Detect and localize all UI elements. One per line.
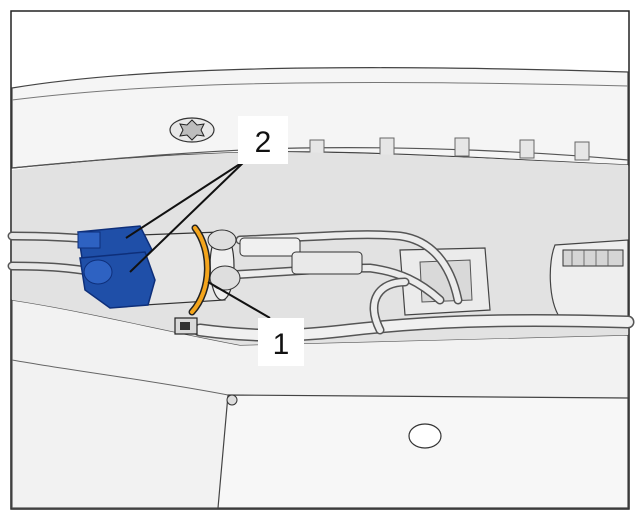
upper-panel-lower-edge [11,147,629,169]
torx-fastener-icon [169,117,215,143]
cover-plate-screw [226,394,238,406]
cover-plate-hole [408,423,442,449]
upper-panel-edge [11,81,629,101]
leader-lines [125,159,271,319]
right-bracket [549,239,629,319]
cable-clip [174,317,198,335]
lower-body-fold [11,359,229,396]
callout-2-label: 2 [255,126,272,159]
callout-1: 1 [258,318,304,366]
callout-2: 2 [238,116,288,164]
orange-retaining-clip-fill [190,226,210,314]
callout-1-label: 1 [273,328,290,361]
cover-plate [217,394,629,509]
upper-panel [11,67,629,169]
